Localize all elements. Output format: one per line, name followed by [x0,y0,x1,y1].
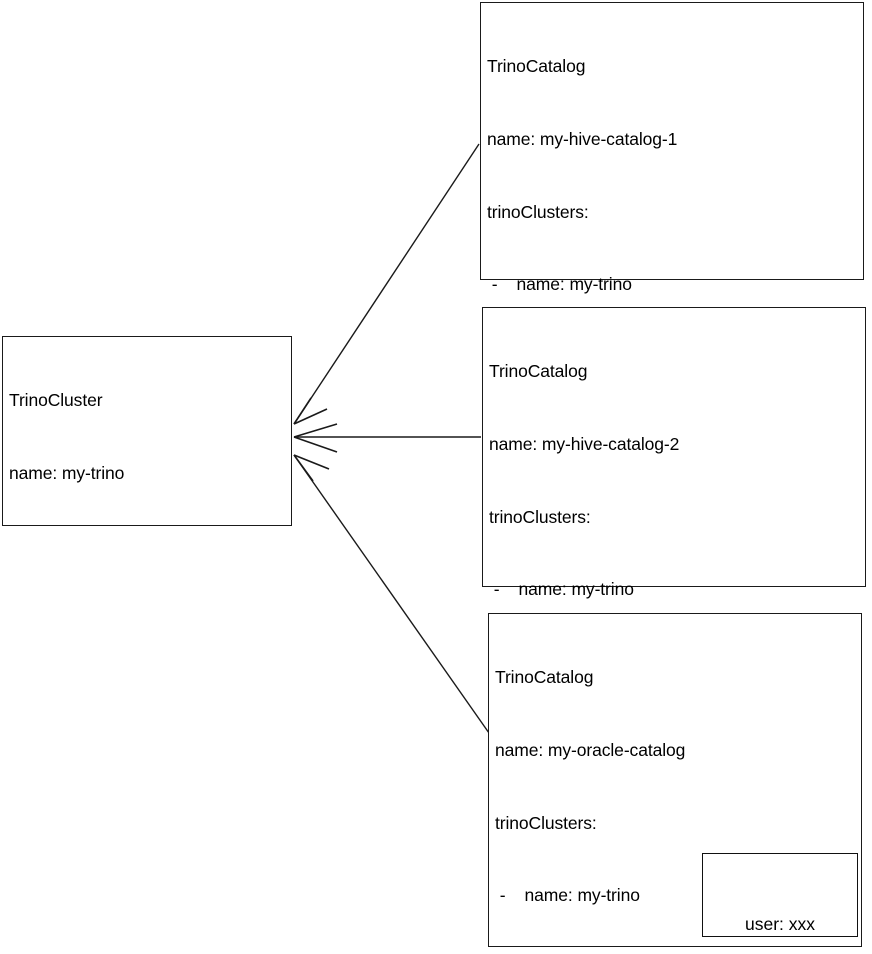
text-line: user: xxx [744,914,816,934]
text-line: TrinoCatalog [495,667,594,688]
text-line: name: my-oracle-catalog [495,740,686,761]
text-line: TrinoCatalog [487,56,586,77]
text-line: name: my-hive-catalog-2 [489,434,680,455]
node-oracle-credentials-secret-text: user: xxx password: xxx [703,862,857,954]
node-trino-cluster[interactable]: TrinoCluster name: my-trino [2,336,292,526]
edge-catalog1-to-cluster [293,143,480,425]
text-line: name: my-hive-catalog-1 [487,129,678,150]
text-line: trinoClusters: [489,506,591,527]
node-trino-cluster-text: TrinoCluster name: my-trino [9,340,289,534]
text-line: trinoClusters: [495,812,597,833]
text-line: - name: my-trino [489,579,634,600]
text-line: name: my-trino [9,463,125,484]
text-line: - name: my-trino [487,274,632,295]
node-trino-catalog-hive-2[interactable]: TrinoCatalog name: my-hive-catalog-2 tri… [482,307,866,890]
text-line: TrinoCluster [9,390,103,411]
node-trino-catalog-oracle-text: TrinoCatalog name: my-oracle-catalog tri… [495,617,859,954]
text-line: TrinoCatalog [489,361,588,382]
text-line: trinoClusters: [487,201,589,222]
node-trino-catalog-hive-1[interactable]: TrinoCatalog name: my-hive-catalog-1 tri… [480,2,864,657]
edge-catalog2-to-cluster [293,423,481,453]
node-oracle-credentials-secret[interactable]: user: xxx password: xxx [702,853,858,937]
text-line: - name: my-trino [495,885,640,906]
edge-catalog3-to-cluster [293,454,490,734]
